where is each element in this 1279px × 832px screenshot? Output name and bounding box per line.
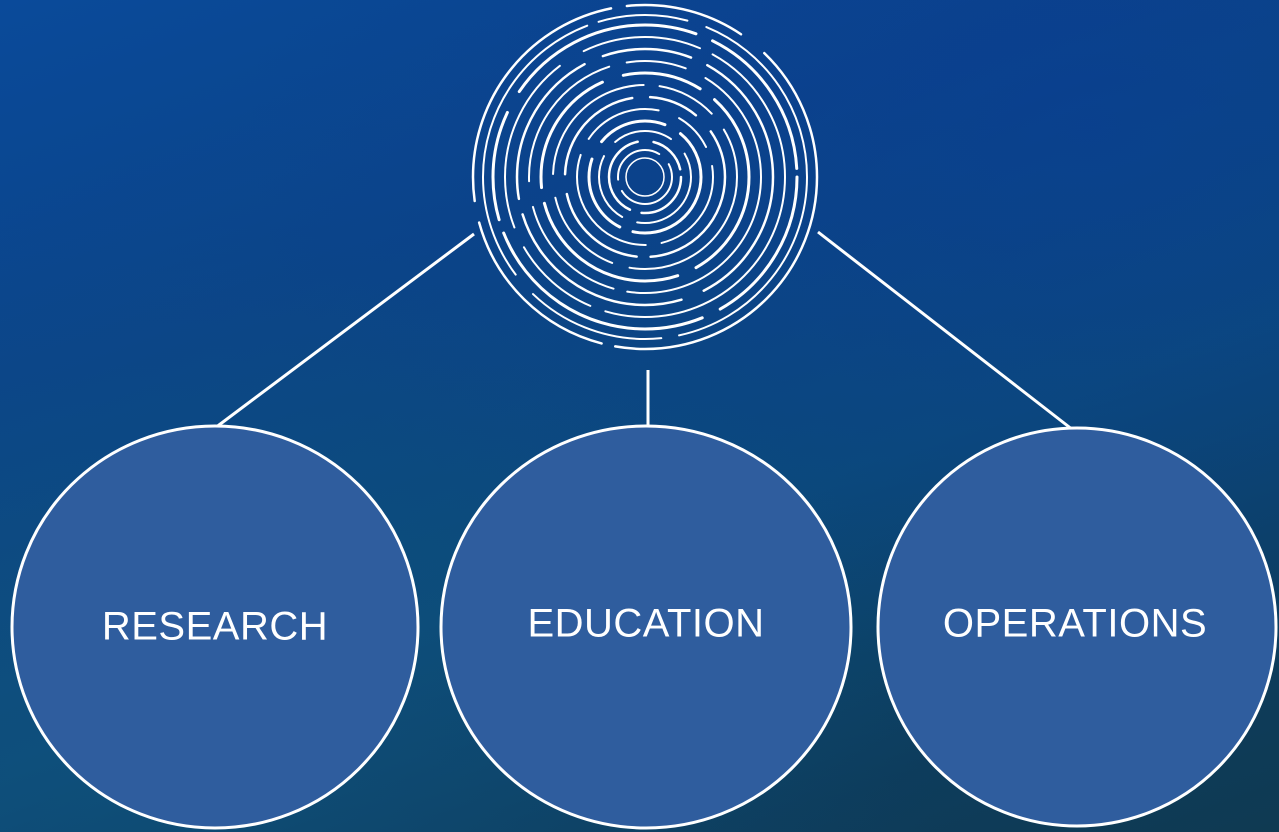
node-research-circle (10, 424, 420, 830)
node-research-label: RESEARCH (101, 604, 329, 649)
connector-operations (817, 230, 1074, 432)
node-operations-circle (876, 426, 1278, 828)
node-education-label: EDUCATION (527, 601, 765, 646)
connector-research (214, 232, 475, 430)
hub-rings-icon (471, 3, 819, 351)
node-education-circle (439, 424, 853, 830)
node-operations-label: OPERATIONS (942, 601, 1208, 646)
